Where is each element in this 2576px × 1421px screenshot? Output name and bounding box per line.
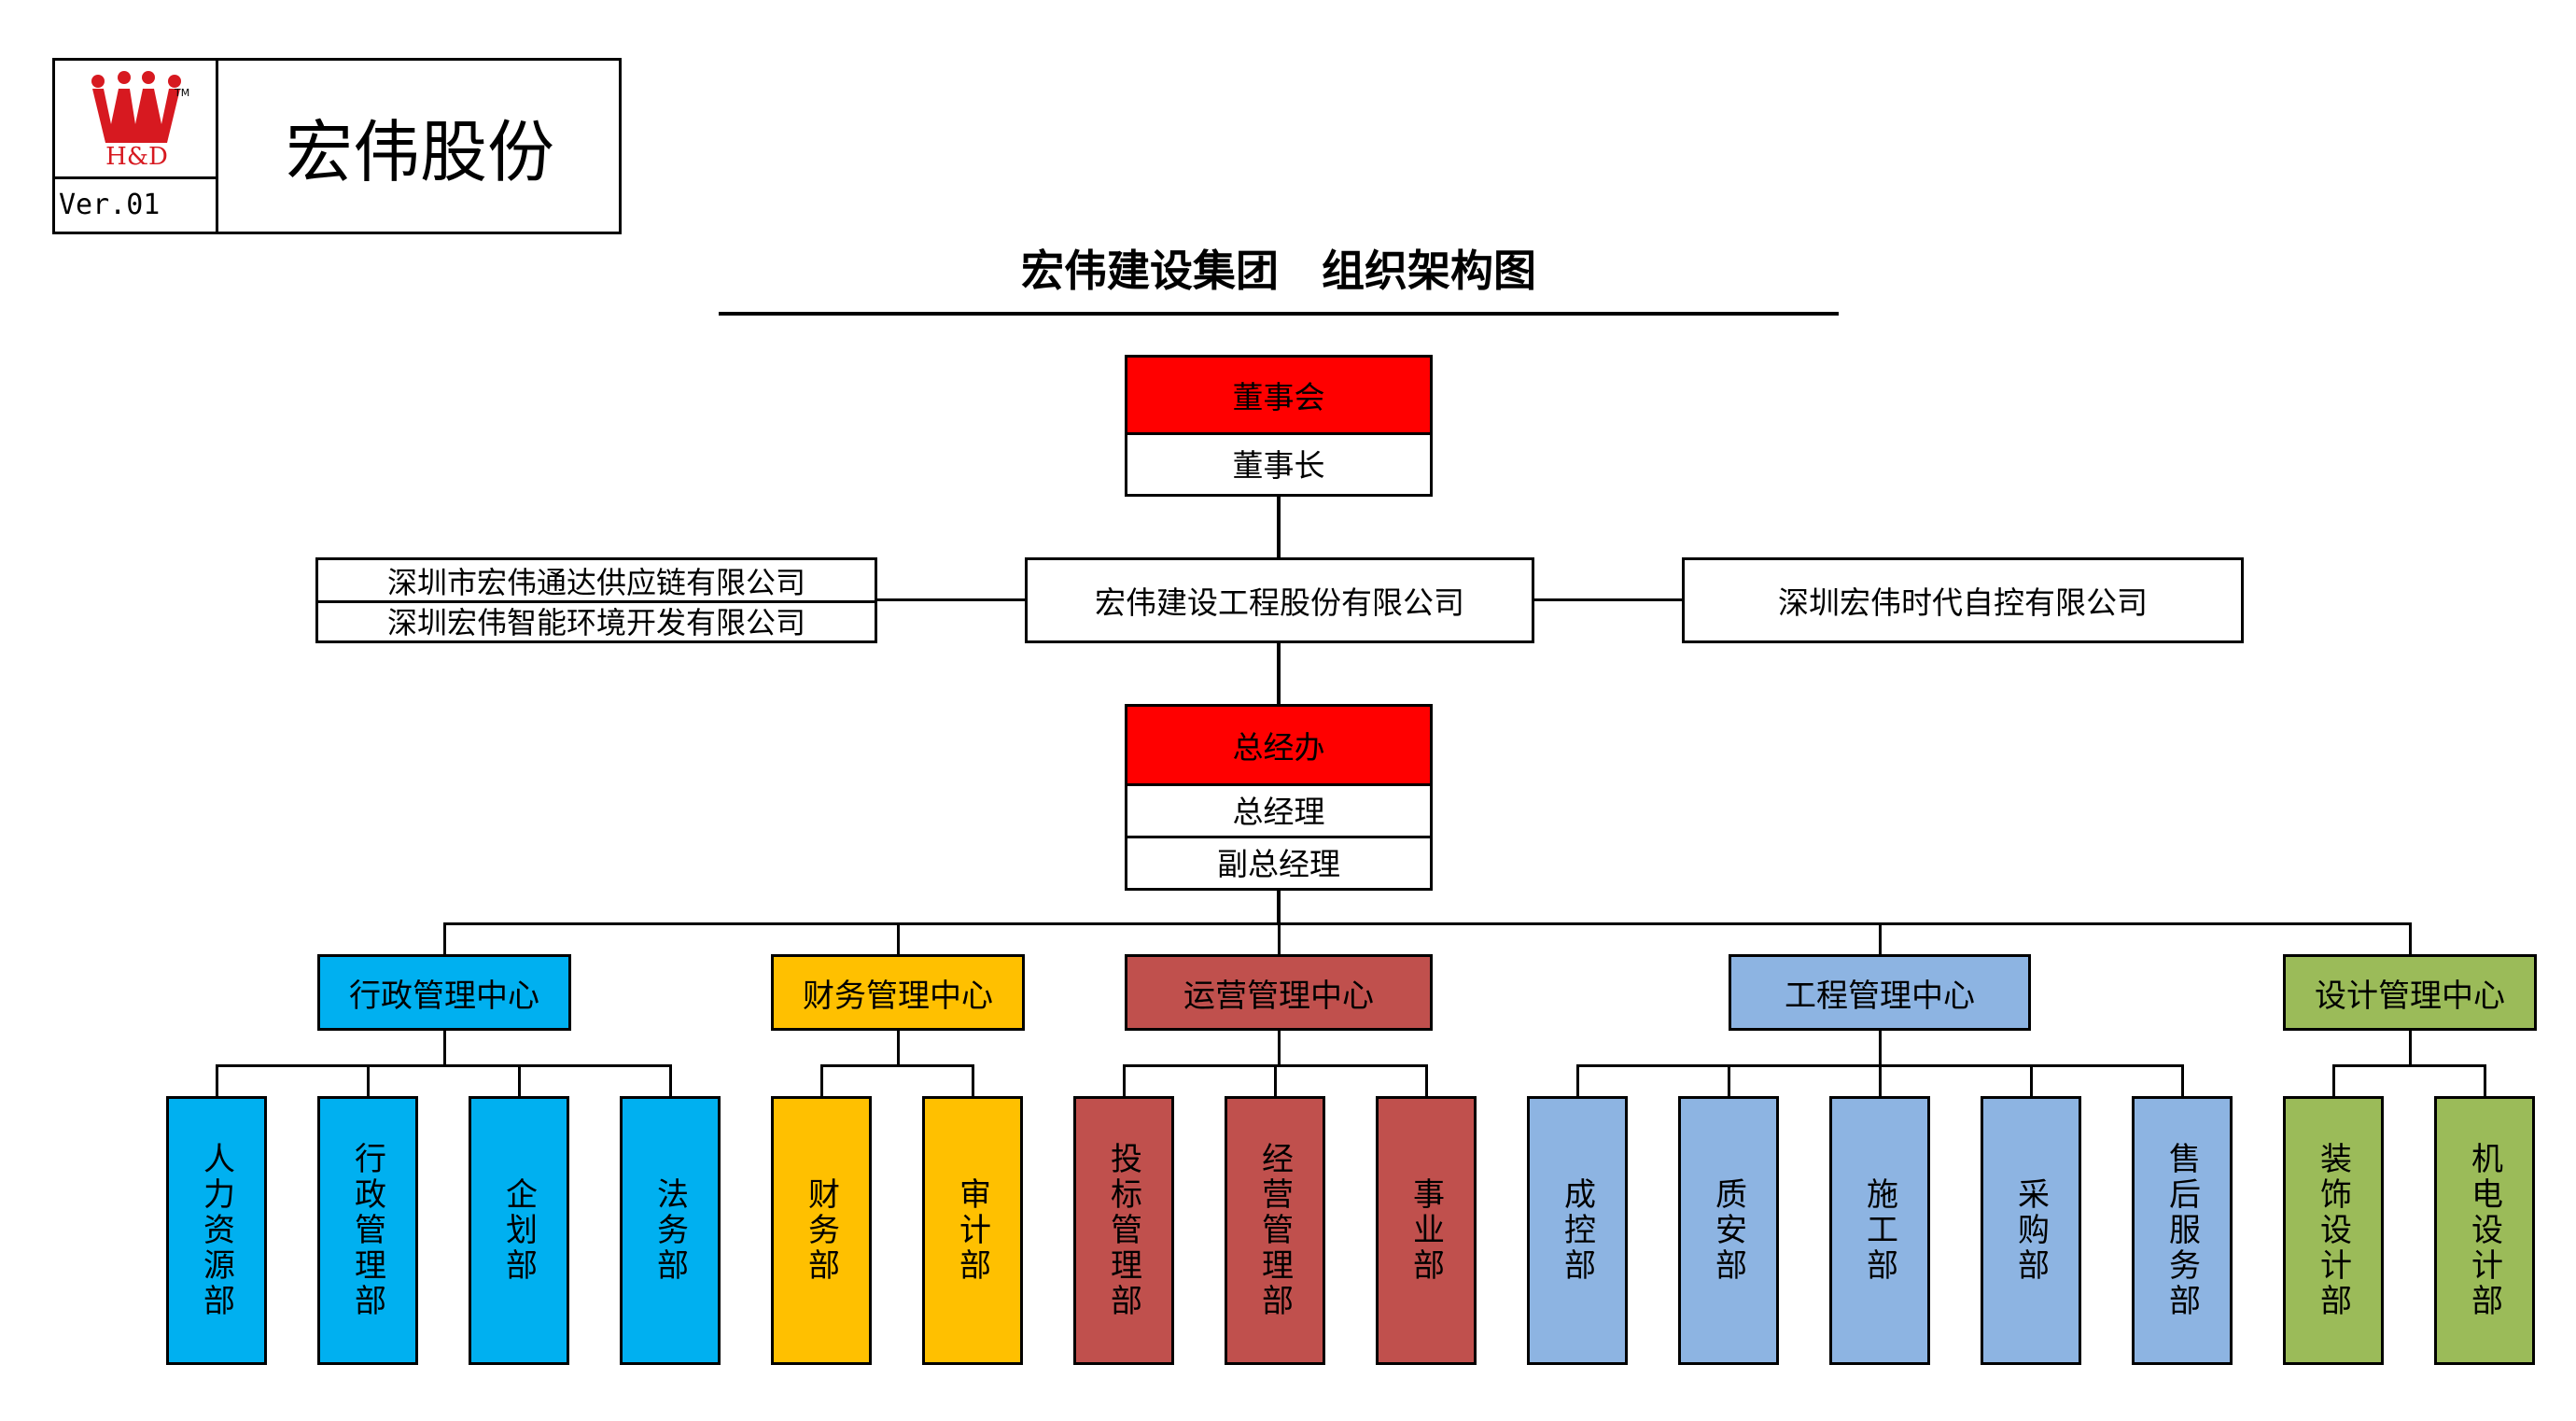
- connector-line: [1425, 1064, 1428, 1096]
- department-box: 行政管理部: [317, 1096, 418, 1365]
- gm-deputy-manager: 副总经理: [1217, 846, 1340, 882]
- gm-office-box: 总经办 总经理 副总经理: [1125, 704, 1433, 891]
- crown-logo-icon: [91, 71, 181, 143]
- right-subsidiary-box: 深圳宏伟时代自控有限公司: [1682, 557, 2244, 643]
- center-box: 工程管理中心: [1729, 954, 2031, 1031]
- department-box: 法务部: [620, 1096, 721, 1365]
- logo-text: H&D: [105, 143, 168, 171]
- connector-line: [2484, 1064, 2486, 1096]
- connector-line: [877, 598, 1025, 601]
- connector-line: [1277, 643, 1281, 705]
- connector-line: [2030, 1064, 2033, 1096]
- department-box: 企划部: [469, 1096, 569, 1365]
- connector-line: [2332, 1064, 2335, 1096]
- connector-line: [669, 1064, 672, 1096]
- connector-line: [897, 1031, 900, 1064]
- connector-line: [1274, 1064, 1277, 1096]
- sub-bus-line: [2332, 1064, 2486, 1067]
- board-chairman: 董事长: [1232, 447, 1325, 484]
- subsidiary-smart-environment: 深圳宏伟智能环境开发有限公司: [386, 604, 805, 640]
- department-box: 成控部: [1527, 1096, 1628, 1365]
- connector-line: [1728, 1064, 1730, 1096]
- department-box: 财务部: [771, 1096, 872, 1365]
- company-box: 宏伟建设工程股份有限公司: [1025, 557, 1534, 643]
- bus-line: [443, 922, 2412, 925]
- subsidiary-supply-chain: 深圳市宏伟通达供应链有限公司: [318, 560, 875, 603]
- department-box: 审计部: [922, 1096, 1023, 1365]
- connector-line: [897, 922, 900, 954]
- connector-line: [2409, 922, 2412, 954]
- title-underline: [719, 312, 1839, 316]
- connector-line: [216, 1064, 218, 1096]
- trademark-label: TM: [175, 87, 190, 99]
- connector-line: [1879, 922, 1882, 954]
- center-box: 运营管理中心: [1125, 954, 1433, 1031]
- connector-line: [2181, 1064, 2184, 1096]
- department-box: 施工部: [1829, 1096, 1930, 1365]
- connector-line: [443, 922, 446, 954]
- chart-title: 宏伟建设集团 组织架构图: [1021, 246, 1536, 296]
- department-box: 装饰设计部: [2283, 1096, 2384, 1365]
- connector-line: [2409, 1031, 2412, 1064]
- connector-line: [518, 1064, 521, 1096]
- department-box: 售后服务部: [2132, 1096, 2233, 1365]
- brand-name: 宏伟股份: [285, 113, 554, 191]
- gm-general-manager: 总经理: [1127, 783, 1430, 838]
- header-box: TM H&D Ver.01 宏伟股份: [52, 58, 622, 234]
- department-box: 事业部: [1376, 1096, 1477, 1365]
- center-box: 财务管理中心: [771, 954, 1025, 1031]
- center-box: 设计管理中心: [2283, 954, 2537, 1031]
- connector-line: [820, 1064, 823, 1096]
- connector-line: [972, 1064, 974, 1096]
- department-box: 人力资源部: [166, 1096, 267, 1365]
- connector-line: [367, 1064, 370, 1096]
- department-box: 采购部: [1981, 1096, 2081, 1365]
- version-label: Ver.01: [55, 179, 218, 232]
- department-box: 机电设计部: [2434, 1096, 2535, 1365]
- connector-line: [1123, 1064, 1126, 1096]
- connector-line: [1879, 1064, 1882, 1096]
- gm-office-header: 总经办: [1127, 707, 1430, 786]
- department-box: 经营管理部: [1225, 1096, 1325, 1365]
- connector-line: [443, 1031, 446, 1064]
- left-subsidiaries-box: 深圳市宏伟通达供应链有限公司 深圳宏伟智能环境开发有限公司: [315, 557, 877, 643]
- department-box: 质安部: [1678, 1096, 1779, 1365]
- connector-line: [1576, 1064, 1579, 1096]
- logo: TM H&D: [55, 61, 218, 179]
- board-box: 董事会 董事长: [1125, 355, 1433, 497]
- center-box: 行政管理中心: [317, 954, 571, 1031]
- board-header: 董事会: [1127, 358, 1430, 435]
- connector-line: [1879, 1031, 1882, 1064]
- sub-bus-line: [216, 1064, 672, 1067]
- department-box: 投标管理部: [1073, 1096, 1174, 1365]
- connector-line: [1534, 598, 1682, 601]
- sub-bus-line: [820, 1064, 974, 1067]
- connector-line: [1277, 891, 1281, 924]
- connector-line: [1278, 1031, 1281, 1064]
- connector-line: [1277, 497, 1281, 558]
- connector-line: [1278, 922, 1281, 954]
